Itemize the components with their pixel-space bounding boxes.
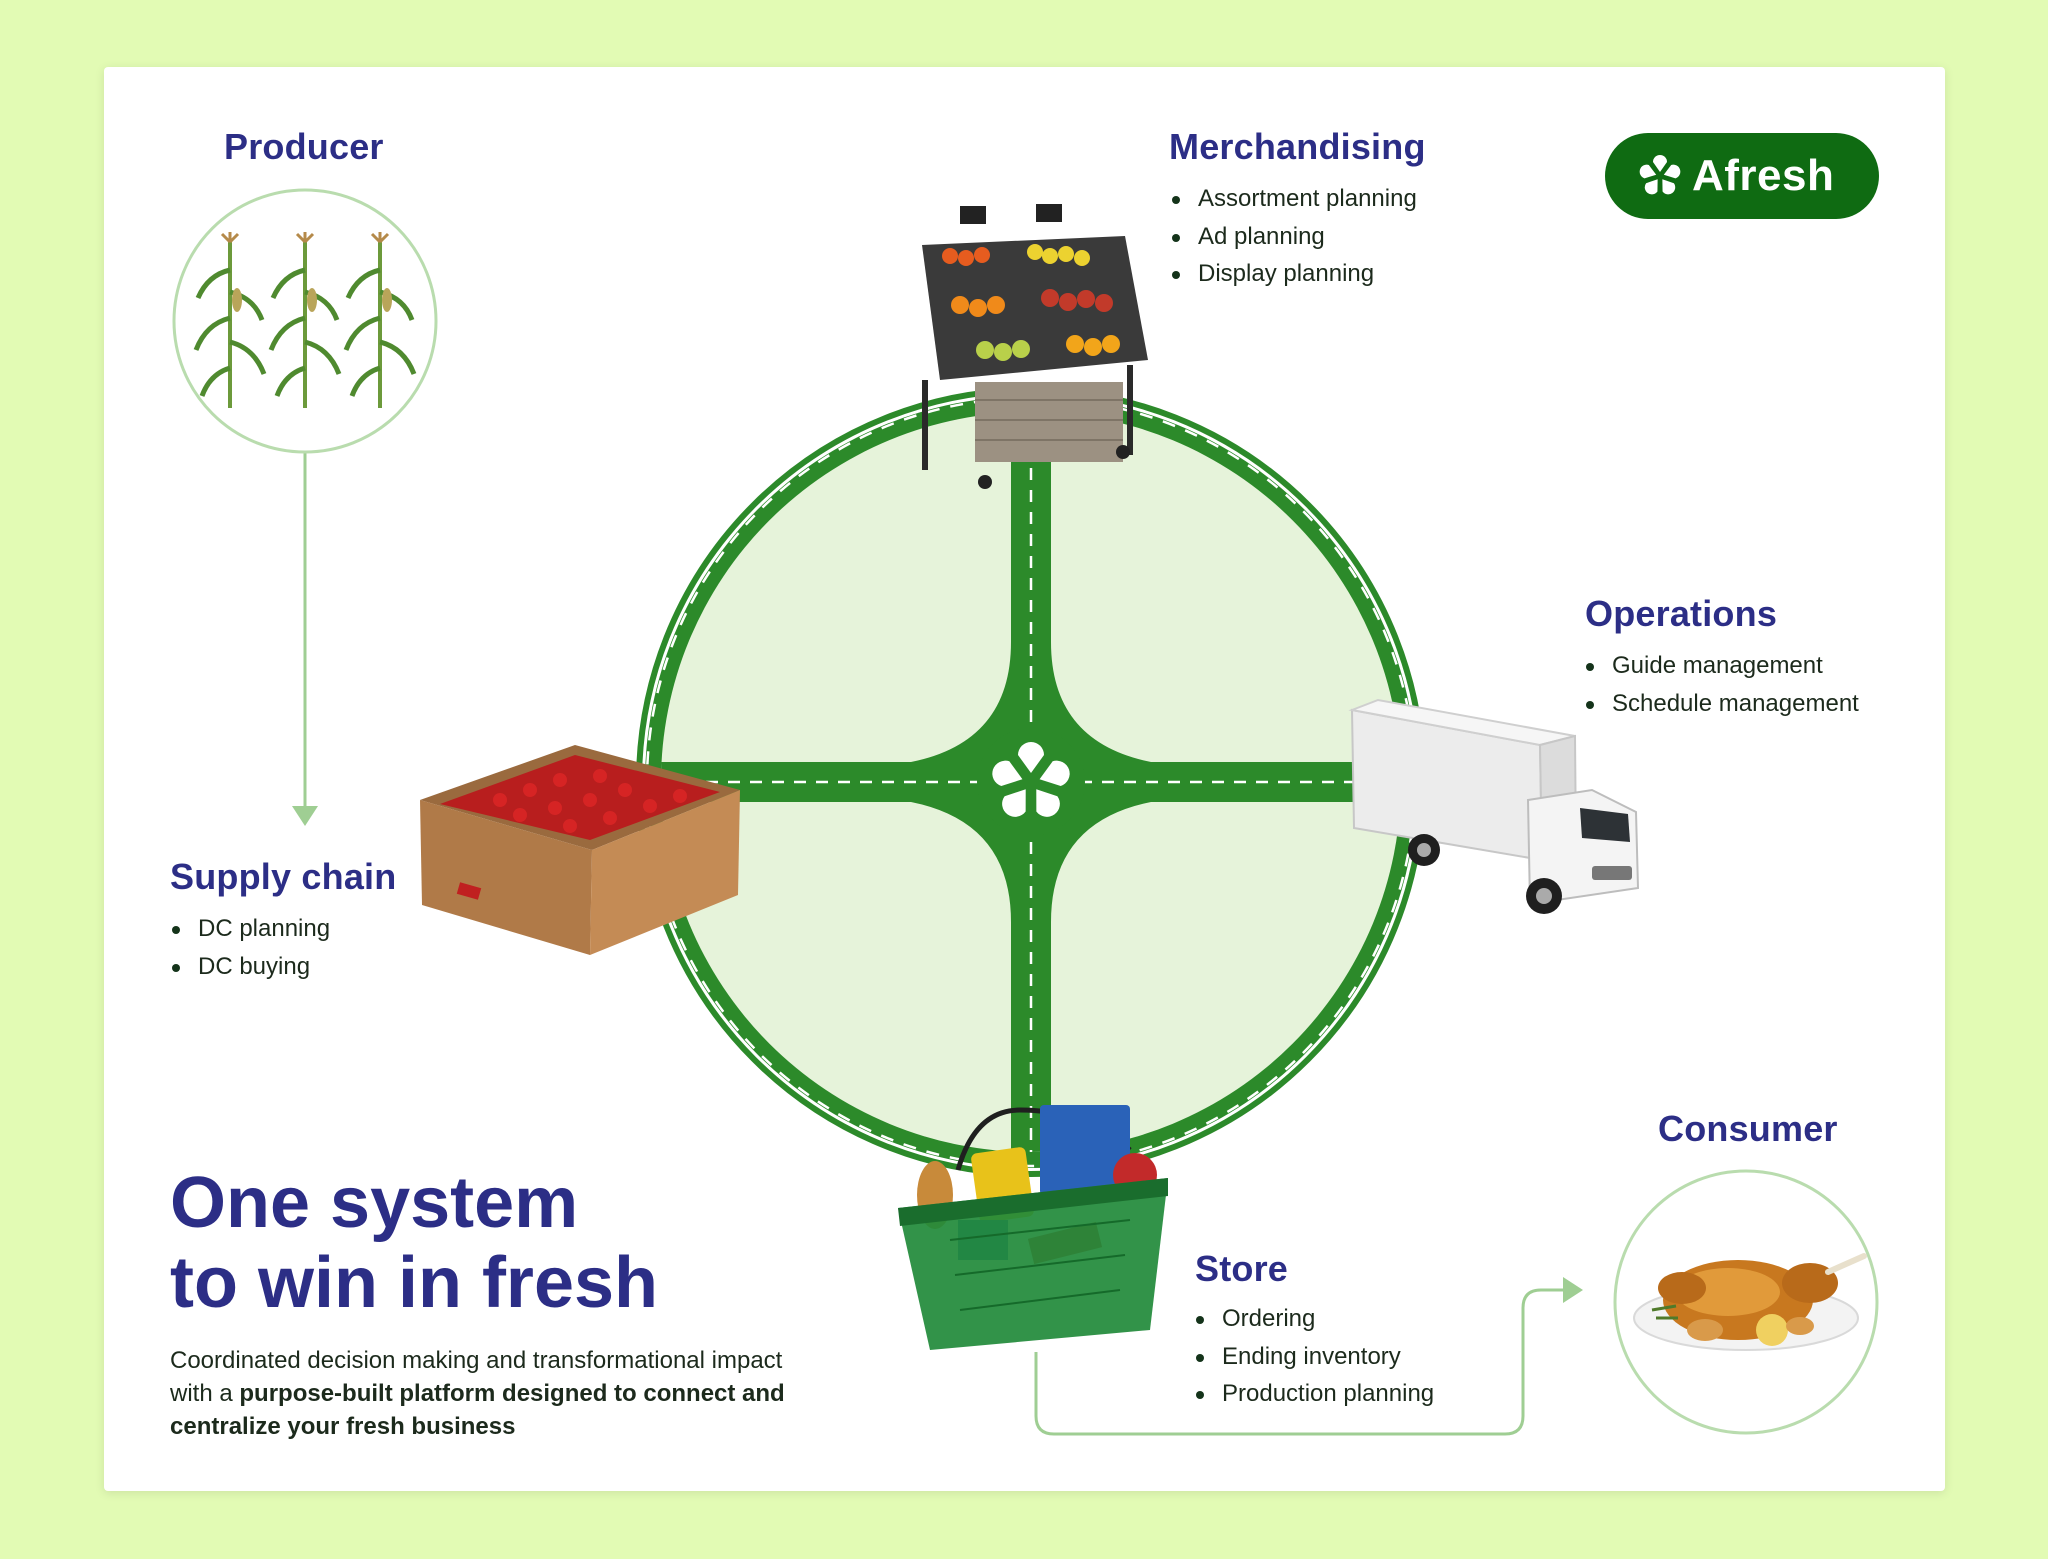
list-item: DC buying [170,948,330,986]
list-item: Guide management [1584,647,1859,685]
description-emphasis: purpose-built platform designed to conne… [170,1380,785,1440]
consumer-title: Consumer [1658,1108,1838,1149]
afresh-mark-icon [992,742,1070,817]
supply-chain-title: Supply chain [170,856,397,897]
producer-title: Producer [224,126,384,167]
producer-to-supply-chain-arrow [292,453,318,826]
merchandising-title: Merchandising [1169,126,1426,167]
list-item: Schedule management [1584,685,1859,723]
headline-line-1: One system [170,1163,579,1243]
store-title: Store [1195,1248,1289,1289]
list-item: Assortment planning [1170,180,1417,218]
merchandising-list: Assortment planning Ad planning Display … [1170,180,1417,293]
store-to-consumer-arrow [1034,1277,1583,1436]
description: Coordinated decision making and transfor… [170,1344,810,1443]
operations-list: Guide management Schedule management [1584,647,1859,722]
description-text: Coordinated decision making and transfor… [170,1347,783,1407]
delivery-truck-icon [1348,698,1640,914]
store-list: Ordering Ending inventory Production pla… [1194,1300,1434,1413]
operations-title: Operations [1585,593,1778,634]
headline: One system to win in fresh [170,1163,658,1323]
list-item: DC planning [170,910,330,948]
headline-line-2: to win in fresh [170,1243,659,1323]
afresh-mark-icon [1639,155,1681,195]
grocery-basket-icon [898,1105,1168,1350]
supply-chain-list: DC planning DC buying [170,910,330,985]
list-item: Production planning [1194,1375,1434,1413]
list-item: Ending inventory [1194,1338,1434,1376]
roast-chicken-icon [1633,1253,1867,1351]
logo-wordmark: Afresh [1692,151,1835,200]
producer-circle [172,188,438,454]
list-item: Ordering [1194,1300,1434,1338]
afresh-logo: Afresh [1605,133,1879,219]
produce-display-stand-icon [922,204,1148,489]
consumer-circle [1613,1169,1879,1435]
center-hub [977,728,1085,836]
list-item: Ad planning [1170,218,1417,256]
list-item: Display planning [1170,255,1417,293]
strawberry-crate-icon [420,745,740,955]
corn-stalks-icon [193,232,417,408]
